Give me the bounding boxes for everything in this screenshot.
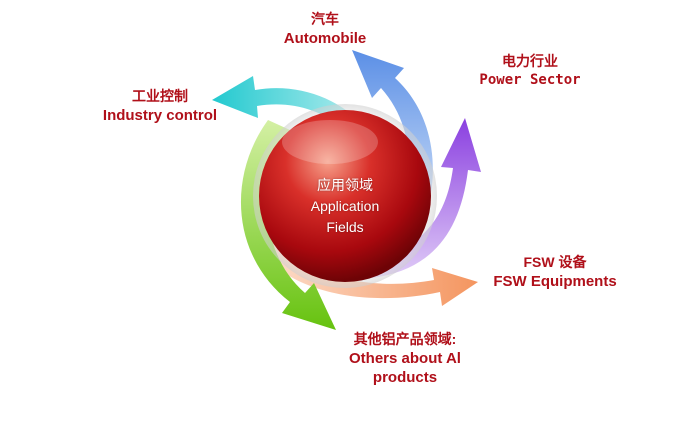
label-industry-control-zh: 工业控制 [132, 88, 188, 104]
label-power-sector-en: Power Sector [479, 72, 581, 88]
center-label-zh: 应用领域 [317, 177, 373, 193]
label-fsw-equipments-zh: FSW 设备 [523, 254, 587, 270]
center-label: 应用领域 Application Fields [270, 175, 420, 238]
label-others-al: 其他铝产品领域: Others about Al products [310, 330, 500, 387]
arrow-industry-control [212, 76, 385, 168]
label-others-al-en-2: products [372, 369, 438, 386]
label-industry-control-en: Industry control [102, 107, 218, 124]
arrow-power-sector [360, 118, 481, 278]
label-others-al-en-1: Others about Al [349, 350, 461, 367]
label-fsw-equipments: FSW 设备 FSW Equipments [480, 253, 630, 291]
center-sphere [259, 110, 431, 282]
label-automobile-zh: 汽车 [311, 11, 339, 27]
center-label-en-2: Fields [326, 219, 364, 235]
label-power-sector: 电力行业 Power Sector [455, 52, 605, 90]
label-automobile: 汽车 Automobile [250, 10, 400, 48]
label-others-al-zh: 其他铝产品领域: [353, 331, 457, 347]
sphere-highlight [282, 120, 378, 164]
label-fsw-equipments-en: FSW Equipments [493, 273, 617, 290]
label-industry-control: 工业控制 Industry control [80, 87, 240, 125]
label-automobile-en: Automobile [283, 30, 367, 47]
arrow-fsw-equipments [258, 238, 478, 306]
label-power-sector-zh: 电力行业 [502, 53, 558, 69]
center-label-en-1: Application [310, 198, 380, 214]
